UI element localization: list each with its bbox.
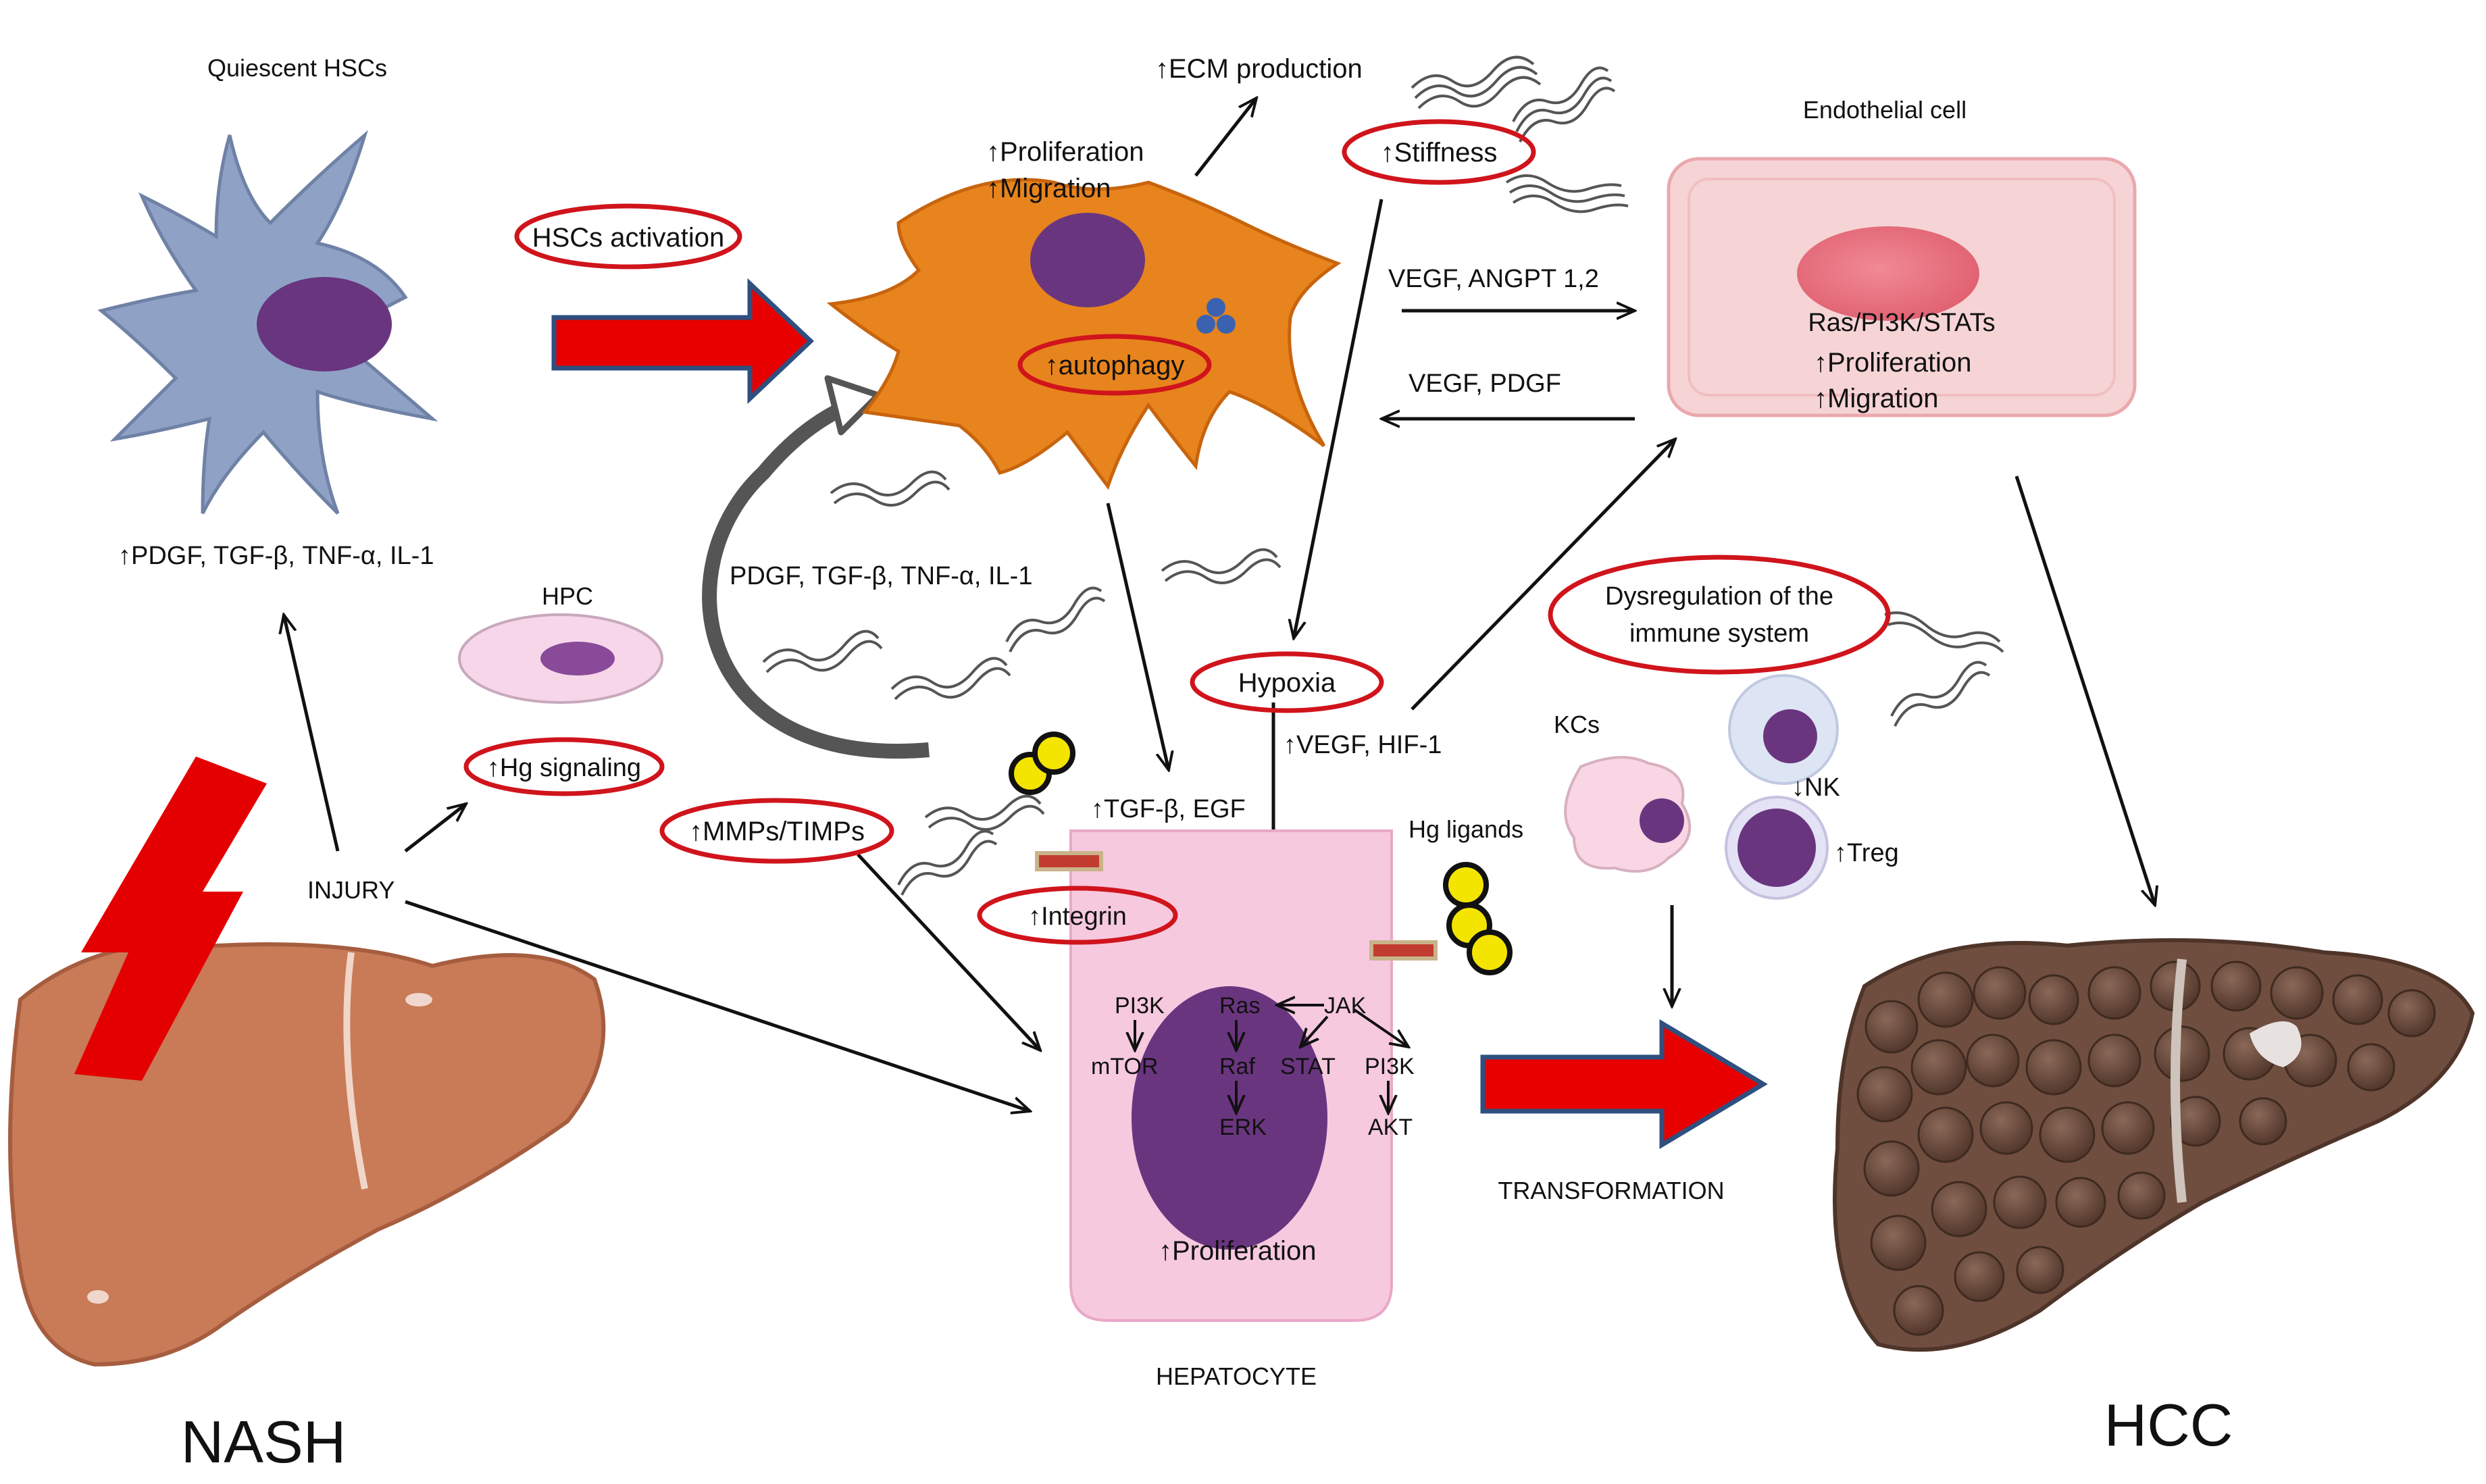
arrow-hsc-to-hepatocyte — [1106, 503, 1169, 770]
kcs-label: KCs — [1554, 711, 1600, 738]
mmps-timps-oval — [659, 798, 894, 864]
akt-label: AKT — [1368, 1115, 1413, 1140]
quiescent-hsc-nucleus — [257, 277, 392, 372]
hg-signaling-label: ↑Hg signaling — [487, 754, 641, 782]
ecm-production-label: ↑ECM production — [1155, 54, 1363, 84]
pi3k-label-2: PI3K — [1365, 1054, 1415, 1079]
stat-label: STAT — [1280, 1054, 1336, 1079]
feedback-loop-arrow — [702, 375, 930, 759]
hcc-label: HCC — [2104, 1391, 2233, 1458]
nash-liver — [8, 941, 606, 1367]
ecm-fibers — [762, 55, 2004, 896]
transformation-label: TRANSFORMATION — [1498, 1177, 1724, 1204]
text-labels: Quiescent HSCs HSCs activation ↑ECM prod… — [118, 54, 2233, 1475]
hpc-nucleus — [540, 642, 615, 675]
arrow-injury-to-hepatocyte — [405, 900, 1030, 1111]
activated-hsc-cell — [826, 178, 1342, 490]
arrow-endothelial-to-hcc — [2014, 476, 2155, 905]
hypoxia-label: Hypoxia — [1238, 668, 1336, 698]
arrow-injury-to-hpc — [404, 804, 466, 852]
treg-nucleus — [1737, 809, 1816, 887]
proliferation-hsc-label: ↑Proliferation — [986, 137, 1144, 167]
autophagy-vesicles — [1196, 298, 1236, 334]
integrin-receptor — [1035, 851, 1103, 871]
tgf-egf-label: ↑TGF-β, EGF — [1091, 795, 1246, 823]
endothelial-cell — [1667, 157, 2137, 417]
cytokines-up-label: ↑PDGF, TGF-β, TNF-α, IL-1 — [118, 542, 434, 570]
immune-cells — [1564, 674, 1839, 900]
transformation-big-arrow — [1480, 1019, 1768, 1150]
hepatocyte-nucleus — [1132, 986, 1327, 1250]
stiffness-label: ↑Stiffness — [1381, 138, 1498, 168]
nash-label: NASH — [181, 1408, 347, 1475]
hg-ligand-particles — [1009, 732, 1513, 975]
hpc-label: HPC — [542, 582, 593, 610]
signaling-arrows — [1135, 1005, 1409, 1113]
dysregulation-label-line2: immune system — [1629, 619, 1809, 648]
integrin-oval — [977, 886, 1178, 945]
hpc-cell — [458, 613, 663, 704]
arrow-hsc-to-ecm — [1194, 98, 1257, 177]
highlight-ovals — [463, 119, 1891, 945]
jak-label: JAK — [1324, 993, 1367, 1019]
quiescent-hsc-cell — [97, 130, 438, 515]
autophagy-oval — [1017, 334, 1212, 396]
injury-label: INJURY — [307, 876, 395, 904]
dysregulation-label-line1: Dysregulation of the — [1605, 582, 1833, 611]
quiescent-hscs-label: Quiescent HSCs — [207, 54, 387, 82]
ras-label: Ras — [1219, 993, 1260, 1019]
arrow-mmps-to-hepatocyte — [857, 853, 1040, 1050]
kupffer-nucleus — [1640, 798, 1684, 843]
hepatocyte-label: HEPATOCYTE — [1156, 1362, 1317, 1390]
proliferation-endo-label: ↑Proliferation — [1814, 348, 1971, 378]
treg-label: ↑Treg — [1834, 839, 1899, 867]
nk-nucleus — [1763, 709, 1817, 763]
arrow-injury-to-hsc — [284, 615, 340, 852]
hscs-activation-label: HSCs activation — [532, 223, 725, 253]
hg-signaling-oval — [463, 737, 665, 796]
endothelial-cell-label: Endothelial cell — [1803, 96, 1967, 124]
hcc-liver-lesion — [2250, 1021, 2302, 1067]
pi3k-label-1: PI3K — [1115, 993, 1165, 1019]
ras-pi3k-stats-label: Ras/PI3K/STATs — [1808, 309, 1995, 337]
raf-label: Raf — [1219, 1054, 1255, 1079]
mtor-label: mTOR — [1091, 1054, 1158, 1079]
hg-receptor — [1369, 940, 1438, 961]
migration-hsc-label: ↑Migration — [986, 174, 1111, 203]
mmps-timps-label: ↑MMPs/TIMPs — [689, 817, 865, 846]
vegf-angpt-label: VEGF, ANGPT 1,2 — [1388, 265, 1599, 293]
activated-hsc-nucleus — [1030, 213, 1145, 307]
kupffer-cell — [1564, 756, 1692, 873]
dysregulation-oval — [1548, 555, 1891, 675]
injury-lightning-bolt — [74, 757, 267, 1081]
hsc-activation-big-arrow — [551, 278, 815, 405]
hepatocyte-cell — [1035, 829, 1438, 1322]
hypoxia-oval — [1190, 651, 1384, 713]
vegf-pdgf-label: VEGF, PDGF — [1409, 369, 1561, 398]
arrow-hypoxia-to-endothelial — [1411, 439, 1675, 711]
migration-endo-label: ↑Migration — [1814, 384, 1939, 413]
endothelial-nucleus — [1797, 226, 1979, 321]
integrin-label: ↑Integrin — [1028, 902, 1127, 931]
autophagy-label: ↑autophagy — [1045, 351, 1185, 380]
stiffness-oval — [1342, 119, 1536, 185]
cytokines-loop-label: PDGF, TGF-β, TNF-α, IL-1 — [730, 562, 1032, 590]
hcc-liver — [1833, 938, 2475, 1352]
hg-ligands-label: Hg ligands — [1409, 815, 1523, 843]
vegf-hif-label: ↑VEGF, HIF-1 — [1284, 731, 1442, 759]
arrows — [284, 98, 2155, 1111]
arrow-stiffness-to-hypoxia — [1294, 199, 1384, 638]
hscs-activation-oval — [514, 203, 742, 270]
proliferation-hep-label: ↑Proliferation — [1159, 1236, 1316, 1266]
nk-label: ↓NK — [1792, 773, 1840, 802]
erk-label: ERK — [1219, 1115, 1267, 1140]
